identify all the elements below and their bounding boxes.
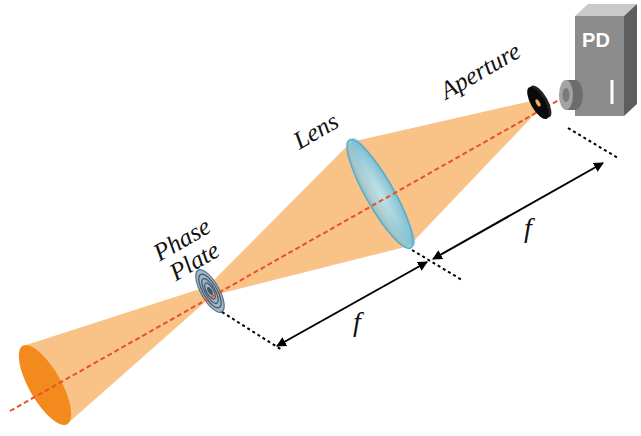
extension-line [568,128,618,158]
beam-end [9,338,81,432]
part-label: Aperture [436,37,525,103]
dimension-label: f [353,308,361,336]
detector-label: PD [582,30,610,50]
dimension-label: f [524,214,532,242]
part-label: Lens [289,107,342,152]
extension-line [222,312,282,350]
dimension-arrow [277,262,427,346]
aperture [523,82,556,122]
lens [337,133,423,255]
dimension-arrow [433,163,603,259]
photodetector [559,4,637,116]
extension-line [412,250,462,280]
optical-axis [10,88,580,411]
